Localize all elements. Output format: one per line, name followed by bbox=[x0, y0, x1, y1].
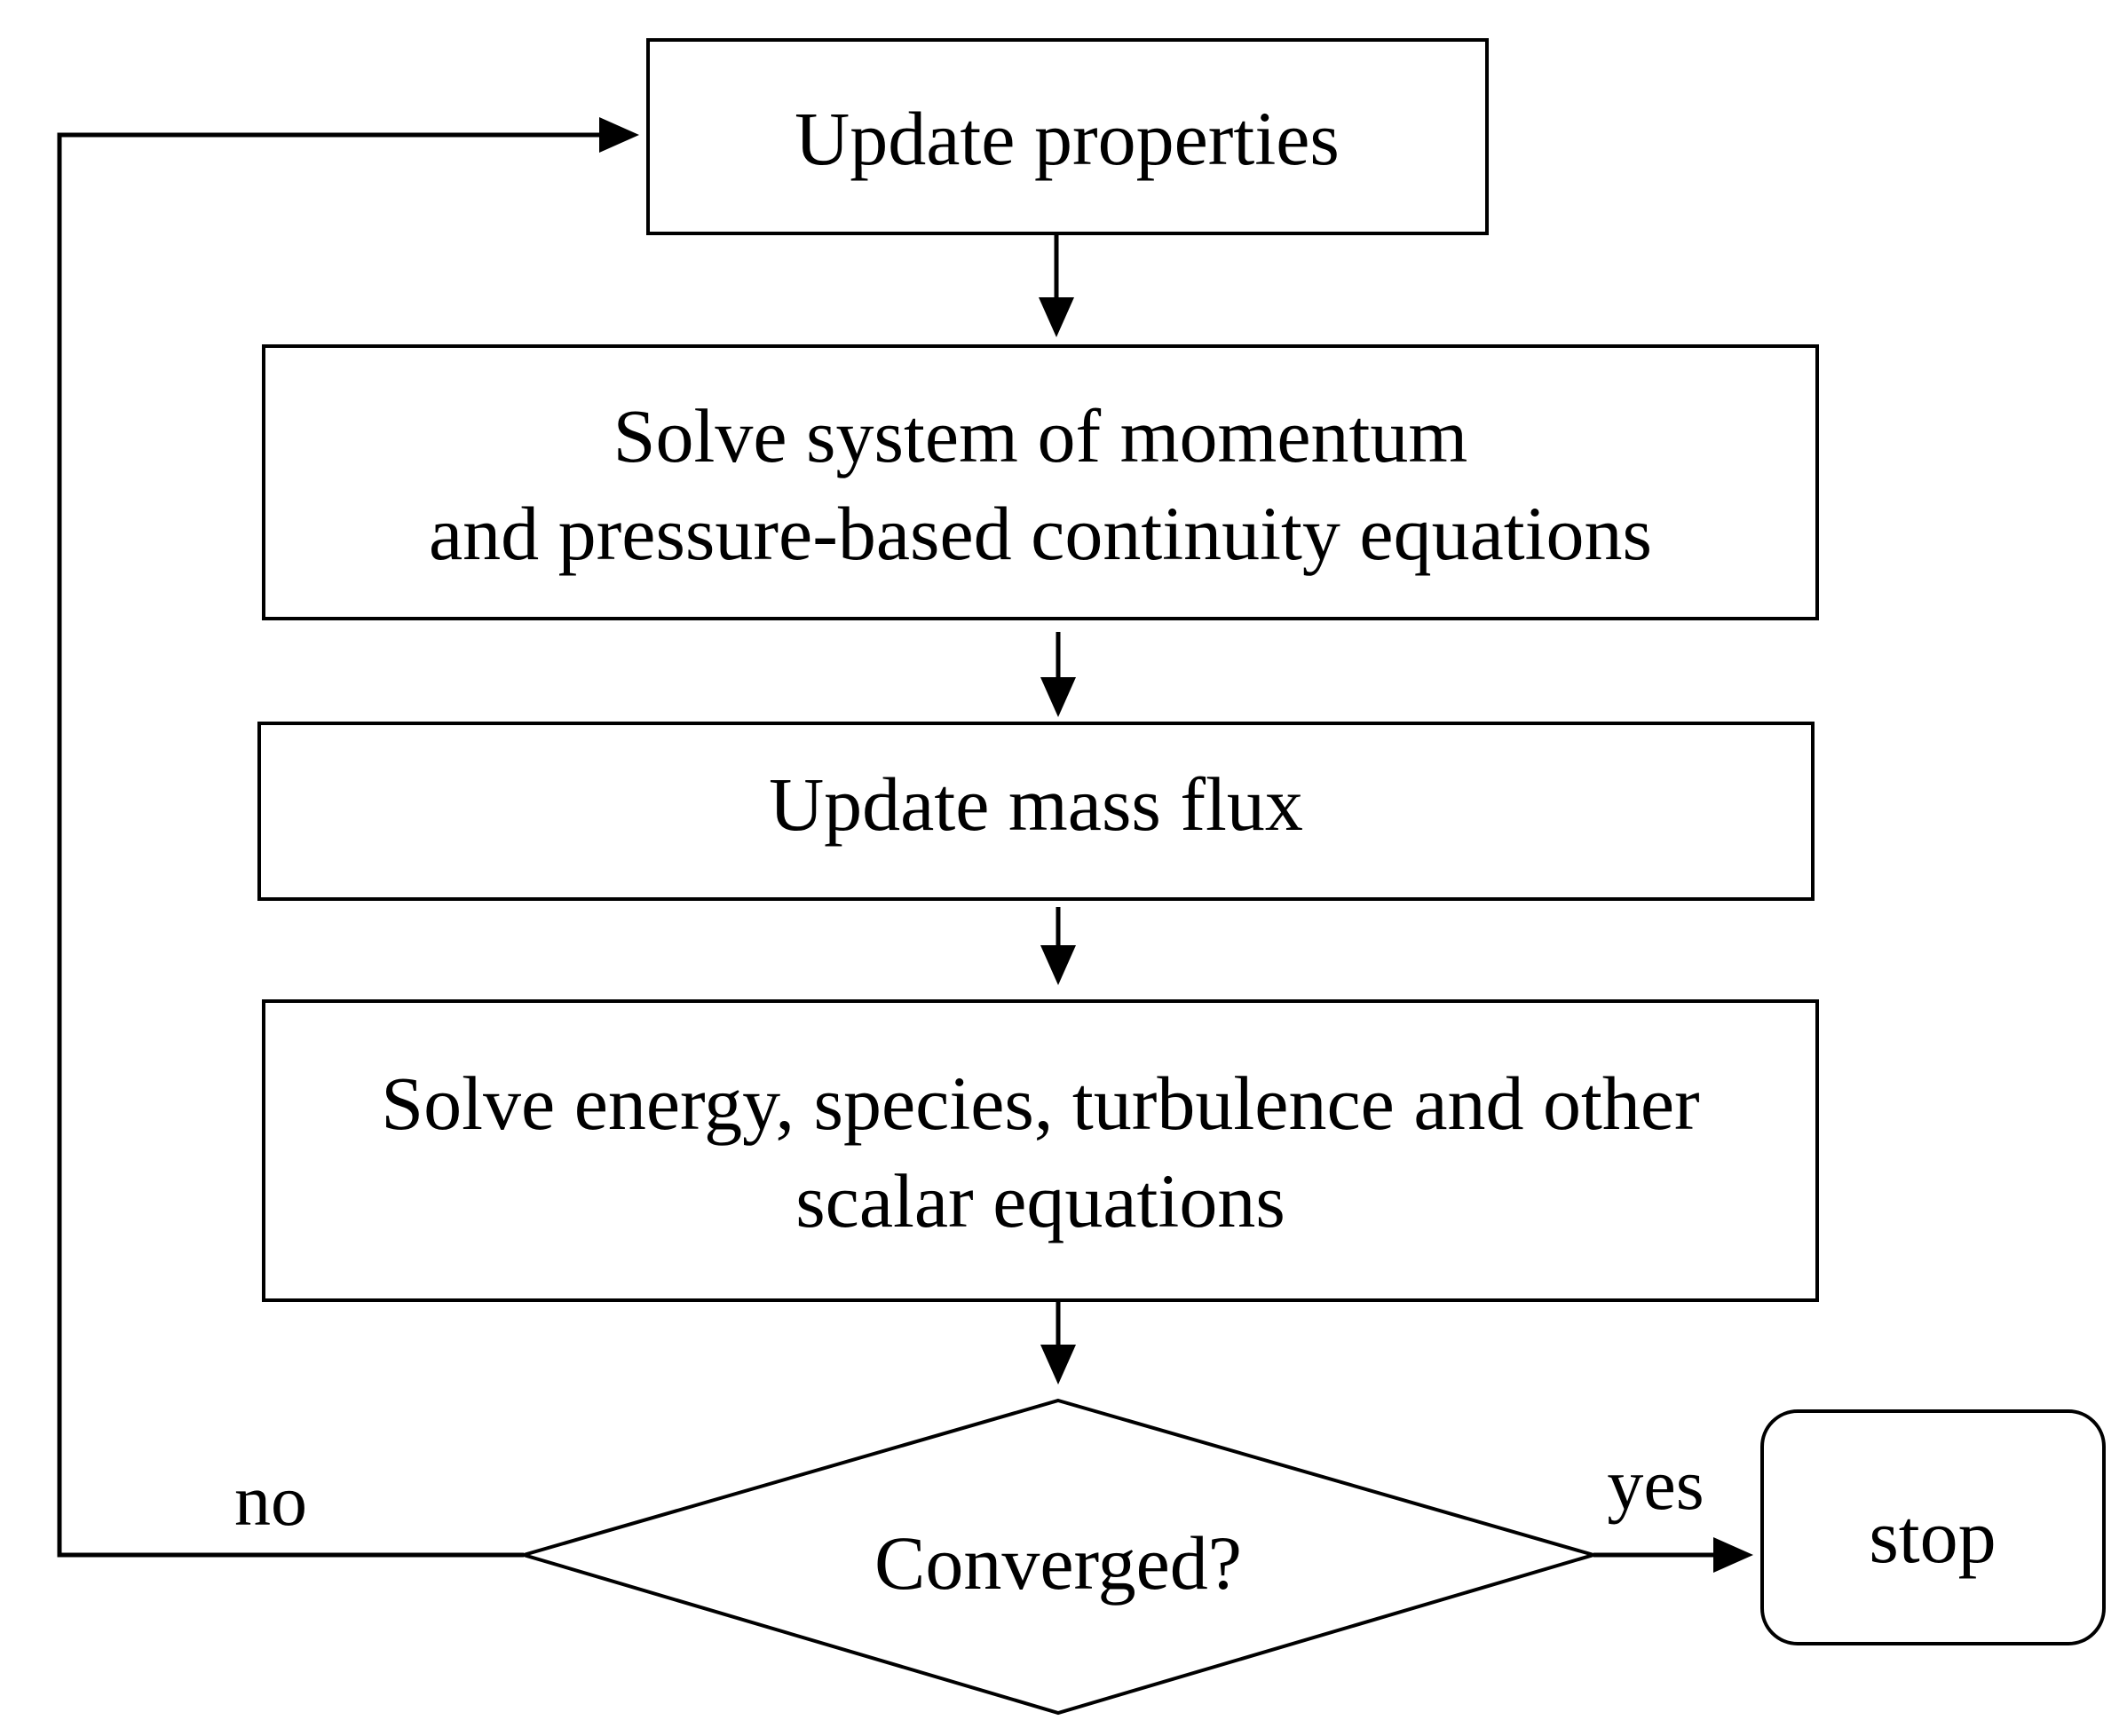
solve-scalar-node: Solve energy, species, turbulence and ot… bbox=[262, 999, 1819, 1302]
stop-label: stop bbox=[1869, 1494, 1996, 1579]
solve-momentum-label-line1: Solve system of momentum bbox=[613, 393, 1468, 478]
stop-node: stop bbox=[1760, 1409, 2106, 1645]
arrow-mass-flux-to-scalar bbox=[1040, 907, 1076, 985]
arrow-momentum-to-mass-flux bbox=[1040, 632, 1076, 717]
update-mass-flux-label: Update mass flux bbox=[769, 761, 1303, 847]
solve-scalar-label-line1: Solve energy, species, turbulence and ot… bbox=[381, 1061, 1699, 1146]
no-label: no bbox=[234, 1460, 307, 1541]
update-properties-node: Update properties bbox=[646, 38, 1489, 235]
solve-momentum-label-line2: and pressure-based continuity equations bbox=[429, 491, 1652, 576]
yes-label: yes bbox=[1607, 1444, 1704, 1525]
arrow-yes-to-stop bbox=[1593, 1537, 1753, 1573]
arrow-properties-to-momentum bbox=[1039, 233, 1074, 337]
converged-label: Converged? bbox=[874, 1520, 1242, 1606]
arrow-no-loop-back bbox=[57, 117, 639, 1558]
update-properties-label: Update properties bbox=[795, 96, 1340, 181]
arrow-scalar-to-converged bbox=[1040, 1300, 1076, 1385]
solve-scalar-label-line2: scalar equations bbox=[795, 1158, 1285, 1243]
solve-momentum-node: Solve system of momentum and pressure-ba… bbox=[262, 344, 1819, 620]
update-mass-flux-node: Update mass flux bbox=[257, 722, 1815, 901]
converged-decision-node: Converged? bbox=[517, 1398, 1601, 1716]
